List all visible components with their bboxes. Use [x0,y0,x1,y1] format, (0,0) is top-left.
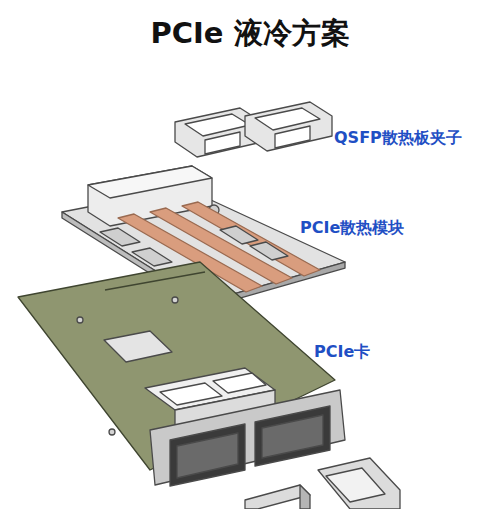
qsfp-module [245,458,400,509]
qsfp-clip [175,102,332,157]
pcie-card [18,262,345,486]
part-label: PCIe卡 [314,342,370,363]
part-label: PCIe散热模块 [300,218,404,239]
part-label: QSFP散热板夹子 [334,128,462,149]
diagram-title: PCIe 液冷方案 [150,14,349,54]
